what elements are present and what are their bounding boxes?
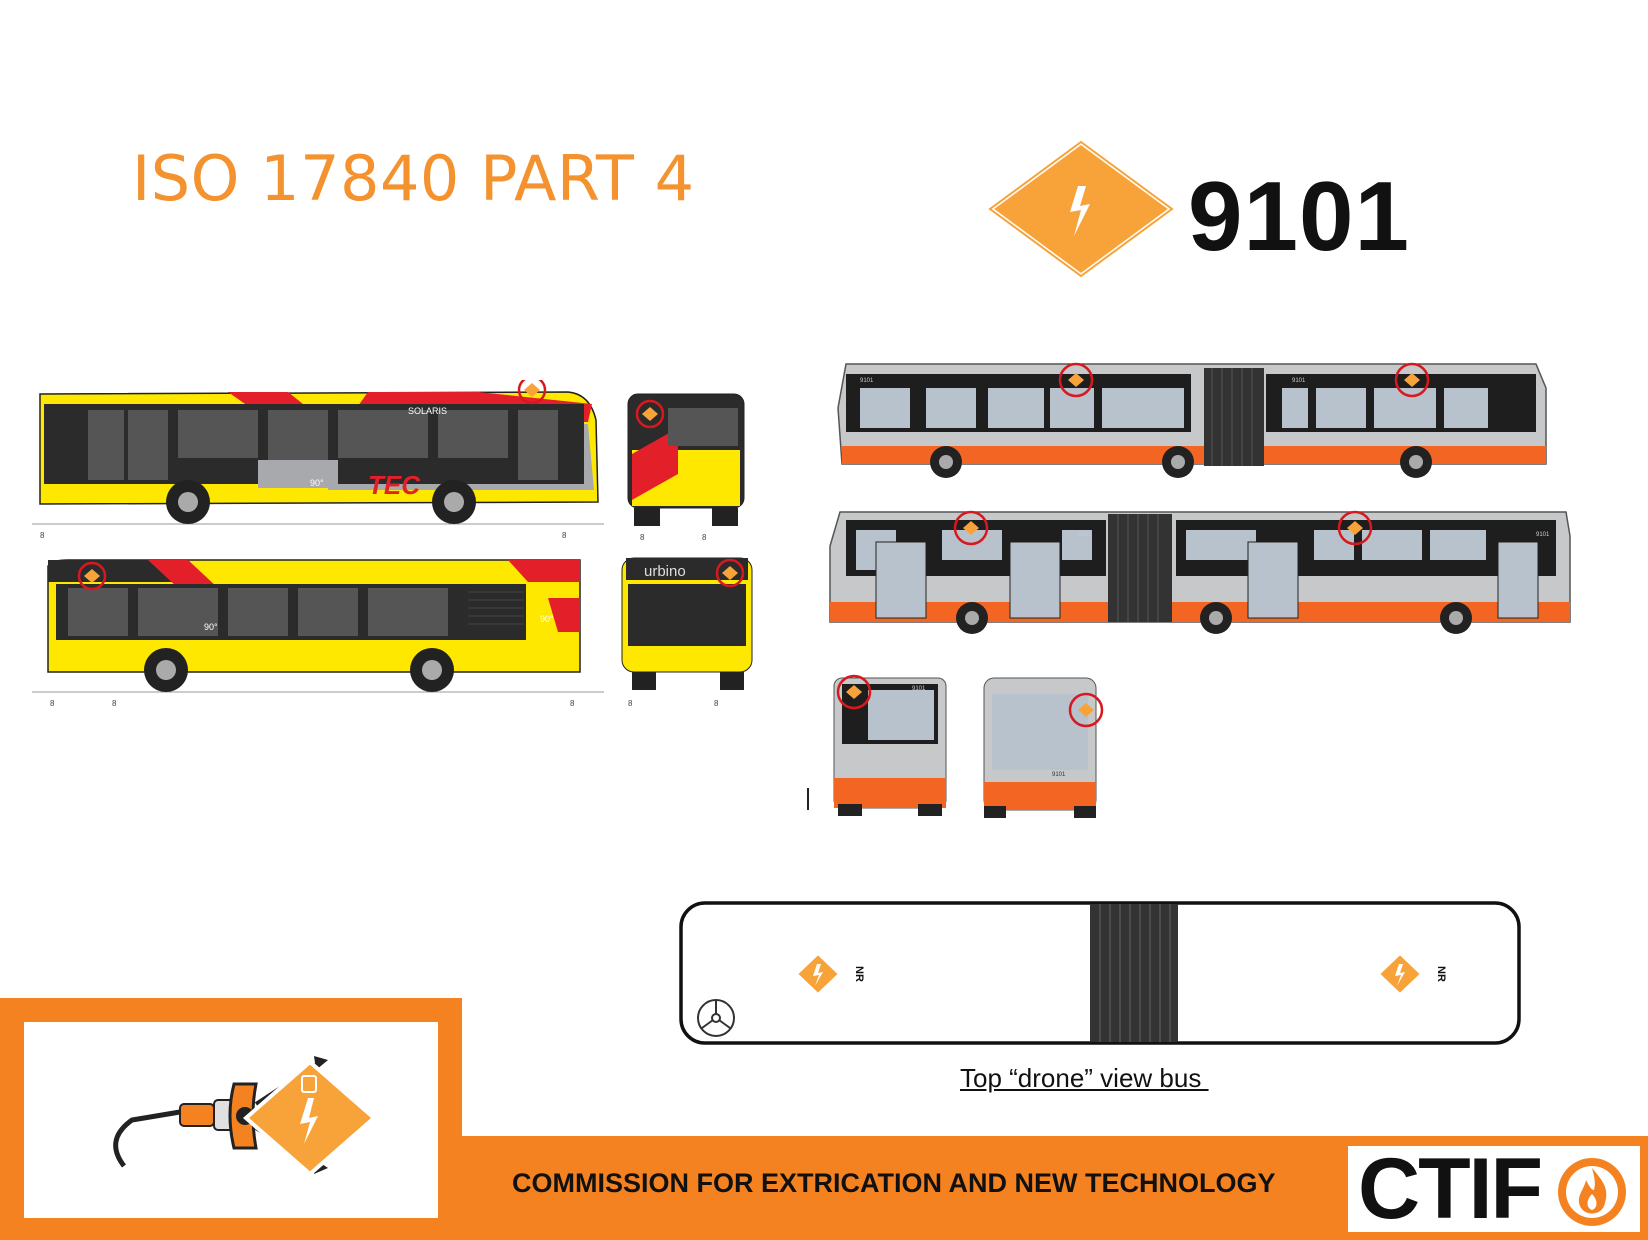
yellow-bus-model-front: urbino xyxy=(644,563,686,580)
yellow-bus-angle-label: 90° xyxy=(204,622,218,632)
gray-bus-right-side-view: 9101 9101 xyxy=(829,510,1571,634)
gray-bus-rear-view: 9101 xyxy=(833,674,947,816)
marker-label: 8 xyxy=(640,533,645,542)
yellow-bus-angle-label: 90° xyxy=(310,478,324,488)
yellow-bus-left-side-view: TEC 90° SOLARIS 8 8 xyxy=(32,380,604,540)
gray-bus-fleet-number: 9101 xyxy=(1292,378,1306,384)
marker-label: 8 xyxy=(50,699,55,708)
gray-bus-fleet-number: 9101 xyxy=(1536,532,1550,538)
marker-label: 8 xyxy=(570,699,575,708)
yellow-bus-right-side-view: 90° 90° 8 8 8 xyxy=(32,559,604,708)
bus-top-drone-view: NR NR xyxy=(679,901,1521,1045)
gray-bus-fleet-number: 9101 xyxy=(860,378,874,384)
gray-bus-left-side-view: 9101 9101 xyxy=(837,362,1547,478)
electric-hazard-icon xyxy=(1377,952,1423,996)
drone-view-caption: Top “drone” view bus xyxy=(960,1063,1209,1093)
gray-bus-fleet-number: 9101 xyxy=(1078,532,1092,538)
yellow-bus-brand: TEC xyxy=(638,461,662,475)
marker-label: 8 xyxy=(562,531,567,540)
marker-label: 8 xyxy=(112,699,117,708)
divider-tick xyxy=(807,788,809,810)
yellow-bus-angle-label: 90° xyxy=(540,614,554,624)
marker-label: 8 xyxy=(628,699,633,708)
electric-hazard-icon xyxy=(795,952,841,996)
fire-flame-icon xyxy=(1558,1158,1626,1226)
marker-label: 8 xyxy=(40,531,45,540)
extrication-tool-icon xyxy=(113,1056,378,1177)
gray-bus-fleet-number: 9101 xyxy=(912,686,926,692)
gray-bus-fleet-number: 9101 xyxy=(1052,772,1066,778)
marker-label: 8 xyxy=(702,533,707,542)
footer-commission-text: COMMISSION FOR EXTRICATION AND NEW TECHN… xyxy=(512,1168,1276,1198)
steering-wheel-icon xyxy=(697,999,735,1037)
yellow-bus-rear-view: TEC 8 8 xyxy=(627,393,745,542)
un-number: 9101 xyxy=(1188,161,1411,271)
drone-nr-label: NR xyxy=(853,966,865,982)
ctif-logo-text: CTIF xyxy=(1358,1141,1543,1237)
marker-label: 8 xyxy=(714,699,719,708)
gray-bus-front-view: 9101 xyxy=(983,677,1104,818)
yellow-bus-brand: TEC xyxy=(368,470,421,500)
yellow-bus-model-label: SOLARIS xyxy=(408,406,447,416)
yellow-bus-front-view: urbino 8 8 xyxy=(621,557,753,708)
hazard-label-highlight xyxy=(517,380,547,405)
electric-hazard-icon xyxy=(986,138,1176,280)
slide-title: ISO 17840 PART 4 xyxy=(132,142,695,215)
drone-nr-label: NR xyxy=(1435,966,1447,982)
